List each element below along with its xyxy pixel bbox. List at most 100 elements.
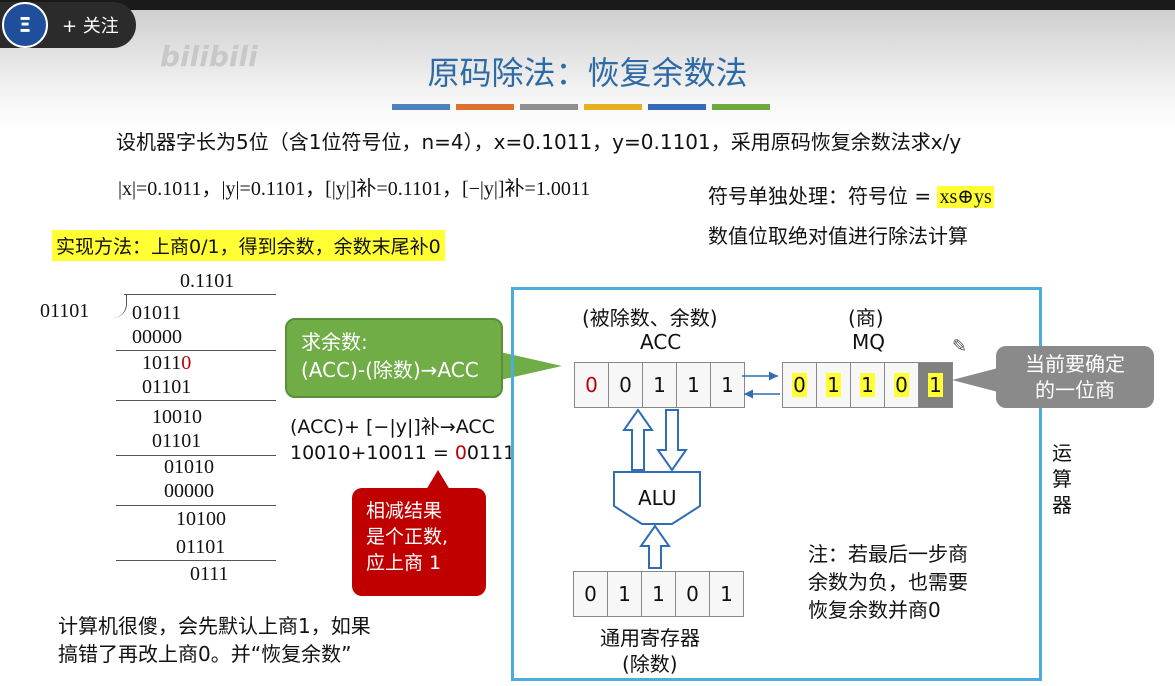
green-callout-line: (ACC)-(除数)→ACC xyxy=(301,358,479,382)
row-last-digit: 0 xyxy=(181,352,192,374)
acc-formula: (ACC)+ [−|y|]补→ACC xyxy=(290,416,495,438)
note-line: 注：若最后一步商 xyxy=(808,542,968,566)
division-row: 01101 xyxy=(176,536,226,558)
division-line xyxy=(116,505,276,506)
alu-to-acc-arrow xyxy=(622,408,654,471)
method-text: 实现方法：上商0/1，得到余数，余数末尾补0 xyxy=(52,230,445,261)
reg-bit: 0 xyxy=(676,572,710,616)
mq-bit: 1 xyxy=(817,363,851,407)
division-row: 10100 xyxy=(176,508,226,530)
general-register: 0 1 1 0 1 xyxy=(573,571,744,617)
follow-button[interactable]: Ξ + 关注 xyxy=(0,2,136,48)
red-callout-line: 应上商 1 xyxy=(366,552,442,574)
division-row: 0111 xyxy=(190,563,229,585)
follow-label: + 关注 xyxy=(62,16,119,37)
color-bar xyxy=(584,104,642,110)
color-bar xyxy=(648,104,706,110)
division-row-highlight: 10110 xyxy=(142,352,191,375)
green-callout: 求余数: (ACC)-(除数)→ACC xyxy=(285,318,503,398)
acc-bit: 0 xyxy=(575,363,609,407)
green-callout-line: 求余数: xyxy=(301,330,368,354)
absolute-values: |x|=0.1011，|y|=0.1101，[|y|]补=0.1101，[−|y… xyxy=(118,178,591,200)
row-digits: 1011 xyxy=(142,352,182,374)
acc-bit: 1 xyxy=(711,363,744,407)
alu-shape xyxy=(613,471,701,525)
reg-bit: 0 xyxy=(574,572,608,616)
mq-label: MQ xyxy=(852,330,885,354)
reg-bit: 1 xyxy=(608,572,642,616)
acc-register: 0 0 1 1 1 xyxy=(574,362,745,408)
mq-bit: 0 xyxy=(885,363,919,407)
sign-rule: 符号单独处理：符号位 = xs⊕ys xyxy=(708,180,994,209)
acc-bit: 0 xyxy=(609,363,643,407)
division-line xyxy=(116,560,276,561)
red-callout: 相减结果 是个正数, 应上商 1 xyxy=(352,488,486,596)
mq-bit-value: 1 xyxy=(826,373,841,397)
calc-left: 10010+10011 = xyxy=(290,442,455,464)
sign-rule-formula: xs⊕ys xyxy=(937,186,994,208)
note-line: 恢复余数并商0 xyxy=(808,598,941,622)
division-row: 01101 xyxy=(142,376,192,398)
color-bar xyxy=(712,104,770,110)
problem-statement: 设机器字长为5位（含1位符号位，n=4），x=0.1011，y=0.1101，采… xyxy=(116,130,962,154)
mq-bit-current: 1 xyxy=(919,363,952,407)
division-bar xyxy=(124,294,276,295)
division-row: 00000 xyxy=(164,480,214,502)
quotient: 0.1101 xyxy=(180,270,235,292)
division-row: 10010 xyxy=(152,406,202,428)
note-text: 注：若最后一步商 余数为负，也需要 恢复余数并商0 xyxy=(808,540,968,624)
gray-callout-pointer xyxy=(952,368,998,392)
pen-icon[interactable]: ✎ xyxy=(952,336,968,357)
division-row: 01101 xyxy=(152,430,202,452)
title-color-bars xyxy=(392,104,770,110)
unit-label: 运 算 器 xyxy=(1052,440,1072,518)
red-callout-pointer xyxy=(426,470,450,490)
gray-callout-line: 当前要确定 xyxy=(1025,352,1125,376)
acc-bit: 1 xyxy=(677,363,711,407)
top-strip xyxy=(0,0,1175,10)
alu-label: ALU xyxy=(638,486,677,510)
division-line xyxy=(116,350,276,351)
acc-to-alu-arrow xyxy=(656,409,688,472)
general-register-sublabel: (除数) xyxy=(622,652,678,676)
mq-register: 0 1 1 0 1 xyxy=(782,362,953,408)
value-rule: 数值位取绝对值进行除法计算 xyxy=(708,224,968,248)
acc-bit: 1 xyxy=(643,363,677,407)
slide-title: 原码除法：恢复余数法 xyxy=(427,54,748,92)
color-bar xyxy=(456,104,514,110)
reg-to-alu-arrow xyxy=(639,524,671,569)
division-row: 00000 xyxy=(132,326,182,348)
division-line xyxy=(116,400,276,401)
mq-bit: 1 xyxy=(851,363,885,407)
red-callout-line: 是个正数, xyxy=(366,526,449,548)
division-row: 01010 xyxy=(164,456,214,478)
mq-bit: 0 xyxy=(783,363,817,407)
mq-bit-value: 0 xyxy=(792,373,807,397)
channel-logo[interactable]: Ξ xyxy=(2,2,48,48)
green-callout-pointer xyxy=(500,352,562,380)
mq-bit-value: 0 xyxy=(894,373,909,397)
acc-label-desc: (被除数、余数) xyxy=(582,306,718,330)
red-callout-line: 相减结果 xyxy=(366,500,443,522)
bottom-note-line: 计算机很傻，会先默认上商1，如果 xyxy=(58,614,371,638)
gray-callout: 当前要确定 的一位商 xyxy=(996,346,1154,408)
unit-label-char: 算 xyxy=(1052,467,1072,491)
slide-header-background xyxy=(0,10,1175,130)
bottom-note: 计算机很傻，会先默认上商1，如果 搞错了再改上商0。并“恢复余数” xyxy=(58,612,371,668)
mq-label-desc: (商) xyxy=(848,306,884,330)
unit-label-char: 器 xyxy=(1052,493,1072,517)
reg-bit: 1 xyxy=(710,572,743,616)
arithmetic-unit-box xyxy=(511,287,1042,681)
color-bar xyxy=(520,104,578,110)
general-register-label: 通用寄存器 xyxy=(600,626,700,650)
division-row: 01011 xyxy=(132,302,182,324)
note-line: 余数为负，也需要 xyxy=(808,570,968,594)
gray-callout-line: 的一位商 xyxy=(1035,378,1115,402)
calc-rest: 0111 xyxy=(466,442,516,464)
reg-bit: 1 xyxy=(642,572,676,616)
unit-label-char: 运 xyxy=(1052,441,1072,465)
division-line xyxy=(116,455,276,456)
mq-bit-value: 1 xyxy=(860,373,875,397)
acc-calc: 10010+10011 = 00111 xyxy=(290,442,515,464)
